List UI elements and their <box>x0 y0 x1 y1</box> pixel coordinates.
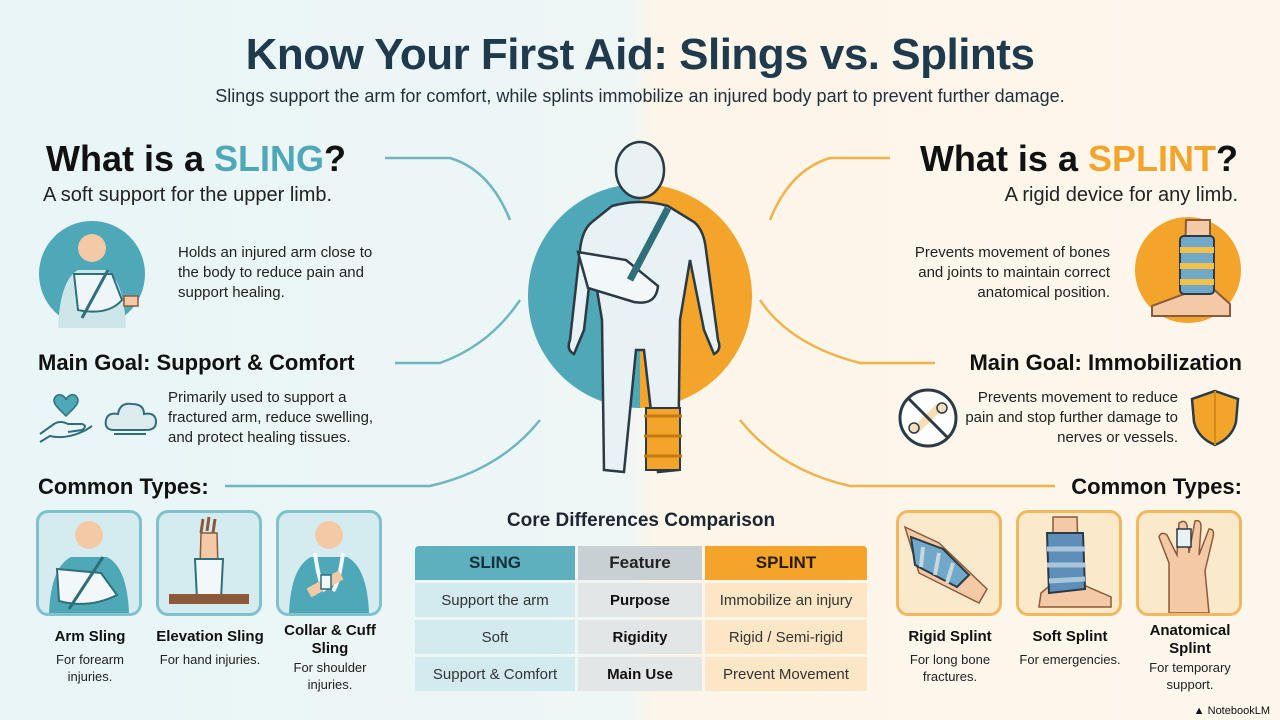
arm-sling-name: Arm Sling <box>54 628 126 645</box>
splint-description: Prevents movement of bones and joints to… <box>914 244 1110 301</box>
splint-heading-keyword: SPLINT <box>1087 138 1216 179</box>
arm-sling-card <box>36 510 142 616</box>
collar-cuff-sling-name: Collar & Cuff Sling <box>260 622 400 658</box>
sling-tagline: A soft support for the upper limb. <box>43 184 333 206</box>
splint-heading-prefix: What is a <box>919 138 1088 179</box>
rigid-splint-type-icon <box>903 525 988 604</box>
cloud-icon <box>102 396 160 438</box>
comparison-cell-feature: Rigidity <box>578 620 702 654</box>
rigid-splint-card <box>896 510 1002 616</box>
elevation-sling-name: Elevation Sling <box>156 628 264 645</box>
collar-cuff-sling-desc: For shoulder injuries. <box>260 659 400 693</box>
human-body-icon <box>508 140 772 490</box>
sling-heading-prefix: What is a <box>46 138 215 179</box>
comparison-cell-sling: Support & Comfort <box>415 657 575 691</box>
comparison-cell-sling: Support the arm <box>415 583 575 617</box>
anatomical-splint-type-icon <box>1158 519 1215 613</box>
soft-splint-desc: For emergencies. <box>1019 652 1121 667</box>
leg-splint-icon <box>1134 216 1242 324</box>
sling-description: Holds an injured arm close to the body t… <box>178 244 373 301</box>
splint-tagline: A rigid device for any limb. <box>1004 184 1238 206</box>
comparison-cell-splint: Rigid / Semi-rigid <box>705 620 867 654</box>
arm-sling-desc: For forearm injuries. <box>20 651 160 685</box>
sling-heading-suffix: ? <box>324 138 347 179</box>
anatomical-splint-name: Anatomical Splint <box>1120 622 1260 658</box>
comparison-cell-sling: Soft <box>415 620 575 654</box>
collar-cuff-sling-name-text: Collar & Cuff Sling <box>284 622 376 657</box>
anatomical-splint-desc-text: For temporary support. <box>1149 660 1231 692</box>
brand-watermark: ▲ NotebookLM <box>1194 705 1270 717</box>
brand-logo-icon: ▲ <box>1193 705 1205 717</box>
arm-sling-icon <box>38 220 146 328</box>
table-row: Support the arm Purpose Immobilize an in… <box>415 583 867 617</box>
anatomical-splint-name-text: Anatomical Splint <box>1149 622 1231 657</box>
splint-heading: What is a SPLINT? <box>920 138 1238 180</box>
collar-cuff-sling-desc-text: For shoulder injuries. <box>293 660 367 692</box>
brand-name: NotebookLM <box>1207 705 1270 717</box>
comparison-cell-feature: Main Use <box>578 657 702 691</box>
comparison-header-splint: SPLINT <box>705 546 867 580</box>
elevation-sling-type-icon <box>169 516 249 604</box>
splint-types-title: Common Types: <box>1071 474 1242 499</box>
soft-splint-type-icon <box>1038 516 1112 608</box>
soft-splint-card <box>1016 510 1122 616</box>
arm-sling-type-icon <box>49 521 129 613</box>
elevation-sling-desc: For hand injuries. <box>159 652 261 667</box>
sling-heading-keyword: SLING <box>214 138 325 179</box>
comparison-cell-splint: Prevent Movement <box>705 657 867 691</box>
comparison-header-feature: Feature <box>578 546 702 580</box>
no-bone-movement-icon <box>896 386 960 450</box>
shield-icon <box>1188 388 1242 448</box>
elevation-sling-card <box>156 510 262 616</box>
rigid-splint-desc: For long bone fractures. <box>880 651 1020 685</box>
table-row: Support & Comfort Main Use Prevent Movem… <box>415 657 867 691</box>
heart-hand-icon <box>36 390 96 446</box>
comparison-header-sling: SLING <box>415 546 575 580</box>
comparison-header-row: SLING Feature SPLINT <box>415 546 867 580</box>
soft-splint-name: Soft Splint <box>1032 628 1108 645</box>
splint-heading-suffix: ? <box>1216 138 1238 179</box>
arm-sling-desc-text: For forearm injuries. <box>56 652 124 684</box>
sling-types-title: Common Types: <box>38 474 209 499</box>
splint-goal-title: Main Goal: Immobilization <box>969 350 1242 375</box>
sling-heading: What is a SLING? <box>46 138 346 180</box>
anatomical-splint-desc: For temporary support. <box>1120 659 1260 693</box>
rigid-splint-name: Rigid Splint <box>908 628 992 645</box>
sling-goal-text: Primarily used to support a fractured ar… <box>168 389 374 446</box>
sling-goal-title: Main Goal: Support & Comfort <box>38 350 355 375</box>
splint-goal-text: Prevents movement to reduce pain and sto… <box>965 389 1178 446</box>
comparison-cell-splint: Immobilize an injury <box>705 583 867 617</box>
page-subtitle: Slings support the arm for comfort, whil… <box>215 86 1065 106</box>
anatomical-splint-card <box>1136 510 1242 616</box>
collar-cuff-sling-card <box>276 510 382 616</box>
rigid-splint-desc-text: For long bone fractures. <box>909 652 991 684</box>
comparison-title: Core Differences Comparison <box>506 510 776 531</box>
comparison-cell-feature: Purpose <box>578 583 702 617</box>
table-row: Soft Rigidity Rigid / Semi-rigid <box>415 620 867 654</box>
collar-cuff-sling-type-icon <box>289 521 369 613</box>
comparison-table: SLING Feature SPLINT Support the arm Pur… <box>412 543 870 694</box>
page-title: Know Your First Aid: Slings vs. Splints <box>245 30 1035 79</box>
